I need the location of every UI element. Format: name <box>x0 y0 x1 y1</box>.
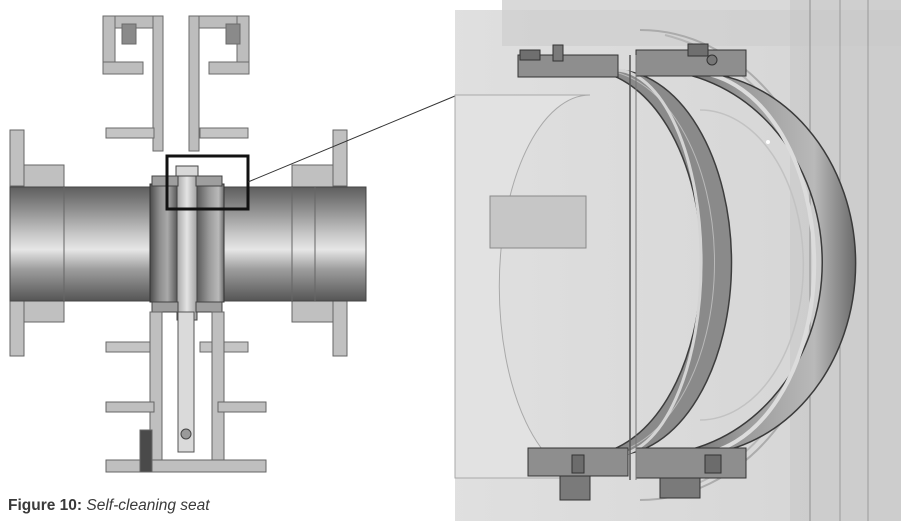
seat-ring-right <box>196 183 225 303</box>
lower-body <box>105 311 267 473</box>
valve-stem <box>177 311 195 453</box>
seat-housings <box>151 165 223 313</box>
seat-detail-view <box>454 0 901 521</box>
figure-caption-label: Figure 10: <box>8 497 83 514</box>
gate-disc <box>176 169 198 321</box>
valve-cross-section <box>9 15 456 473</box>
detail-callout-box <box>165 154 250 211</box>
seat-housing-bottom <box>527 447 747 501</box>
figure-caption-text: Self-cleaning seat <box>86 497 210 514</box>
top-bonnet <box>102 15 250 152</box>
figure-caption: Figure 10: Self-cleaning seat <box>8 497 210 515</box>
seat-housing-top <box>517 43 747 78</box>
pipe-flanges <box>9 129 348 357</box>
callout-leader-line <box>247 95 456 183</box>
stem-pin <box>180 428 192 440</box>
seat-ring-left <box>149 183 178 303</box>
